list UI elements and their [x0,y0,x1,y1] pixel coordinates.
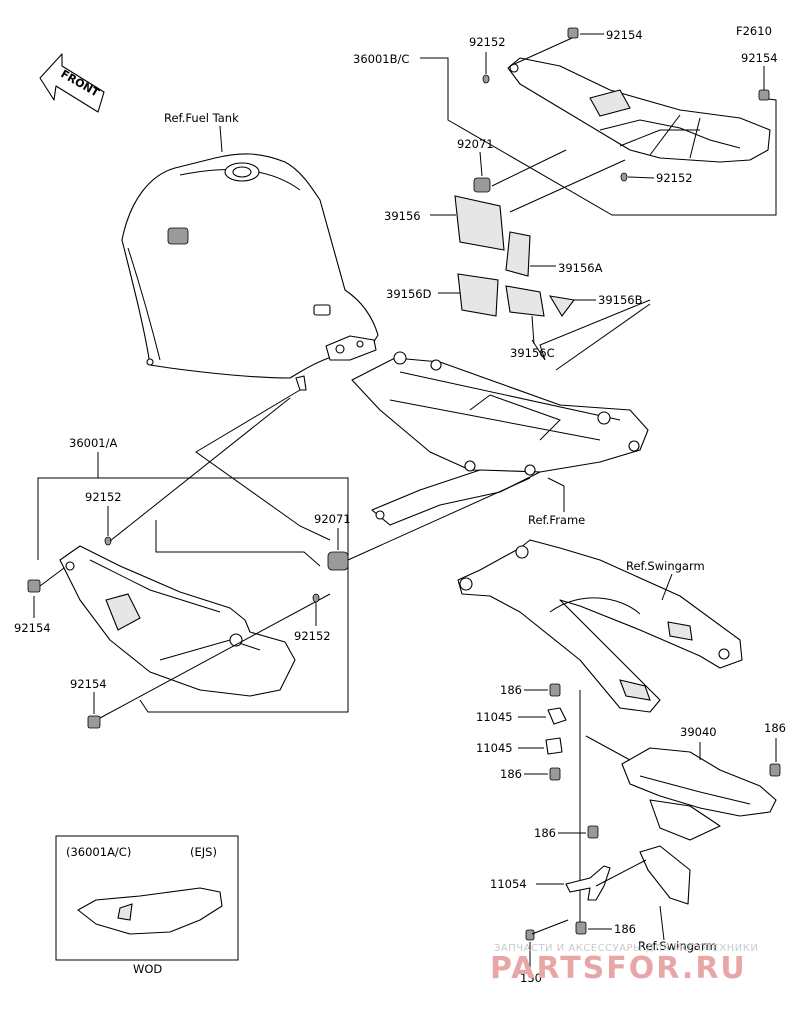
callout-186-d: 186 [614,922,636,936]
bolt-92154-left [27,579,41,593]
callout-92152-left: 92152 [85,490,122,504]
callout-92154-left: 92154 [14,621,51,635]
frame-part [351,351,649,526]
watermark-logo: PARTSFOR.RU [490,951,747,986]
grommet-92071-mid [327,551,349,571]
callout-39156c: 39156C [510,346,555,360]
clamp-11045-b [545,737,563,755]
callout-186-b: 186 [500,767,522,781]
callout-36001bc: 36001B/C [353,52,409,66]
bolt-186-right [769,763,781,777]
callout-92154-lower: 92154 [70,677,107,691]
grommet-92071-top [473,177,491,193]
bolt-92154-top [567,27,579,39]
callout-130: 130 [520,971,542,985]
inset-panel: (36001A/C) (EJS) WOD [55,835,239,976]
callout-92152-lower: 92152 [294,629,331,643]
callout-92152-mid: 92152 [656,171,693,185]
callout-92154-top: 92154 [606,28,643,42]
fuel-tank-part [121,153,379,391]
inset-title-right: (EJS) [190,845,217,859]
callout-39156: 39156 [384,209,421,223]
callout-186-right: 186 [764,721,786,735]
callout-36001a: 36001/A [69,436,117,450]
bolt-186-c [587,825,599,839]
bracket-11054-part [565,865,611,901]
callout-92071-mid: 92071 [314,512,351,526]
bolt-130 [525,919,569,941]
swingarm-part [457,539,743,713]
callout-ref-fuel-tank: Ref.Fuel Tank [164,111,239,125]
callout-ref-swingarm-2: Ref.Swingarm [638,939,717,953]
callout-39156a: 39156A [558,261,603,275]
bolt-186-a [549,683,561,697]
bolt-186-b [549,767,561,781]
bolt-92154-right [758,89,770,101]
callout-186-c: 186 [534,826,556,840]
bolt-92154-lower [87,715,101,729]
callout-186-a: 186 [500,683,522,697]
callout-92152-top: 92152 [469,35,506,49]
watermark-tagline: ЗАПЧАСТИ И АКСЕССУАРЫ ДЛЯ МОТОТЕХНИКИ [494,943,758,954]
inset-title-left: (36001A/C) [66,845,131,859]
callout-39040: 39040 [680,725,717,739]
left-side-cover-part [59,545,296,697]
diagram-code: F2610 [736,24,772,38]
callout-92071-top: 92071 [457,137,494,151]
bolt-186-d [575,921,587,935]
inset-caption: WOD [133,962,162,976]
chain-guard-part [621,747,777,905]
decal-set [454,195,575,317]
callout-ref-frame: Ref.Frame [528,513,585,527]
callout-11045-b: 11045 [476,741,513,755]
callout-39156d: 39156D [386,287,432,301]
callout-11054: 11054 [490,877,527,891]
right-side-cover-part [507,57,771,163]
callout-39156b: 39156B [598,293,643,307]
front-arrow-icon: FRONT [39,53,105,113]
callout-11045-a: 11045 [476,710,513,724]
clamp-11045-a [547,707,567,725]
callout-92154-right: 92154 [741,51,778,65]
callout-ref-swingarm: Ref.Swingarm [626,559,705,573]
